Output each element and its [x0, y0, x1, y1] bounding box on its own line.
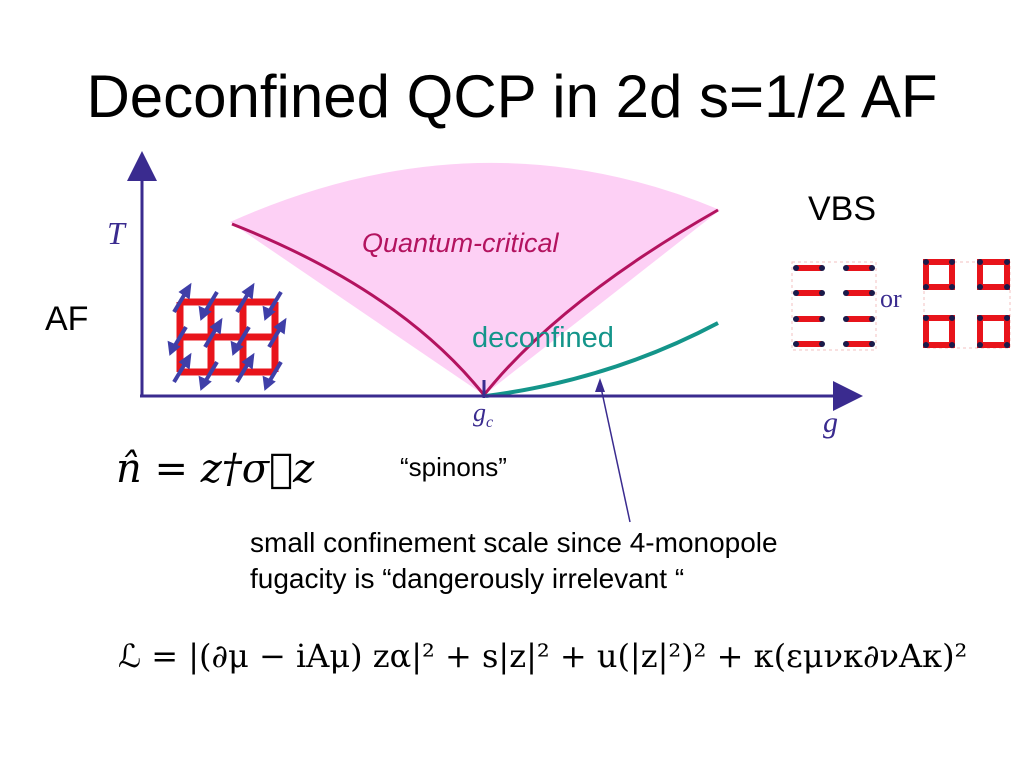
af-spin-arrows [167, 282, 287, 391]
lagrangian-equation: ℒ = |(∂μ − iAμ) zα|² + s|z|² + u(|z|²)² … [118, 637, 968, 675]
quantum-critical-fan [230, 162, 720, 395]
temperature-axis-label: T [107, 215, 125, 251]
vbs-columnar-pattern [791, 261, 877, 351]
critical-point-symbol: g [473, 398, 486, 427]
quantum-critical-label: Quantum-critical [362, 228, 559, 258]
annotation-pointer [599, 382, 631, 523]
af-label: AF [45, 300, 89, 338]
critical-point-label: gc [473, 398, 493, 432]
left-crossover-line [231, 222, 486, 396]
vbs-label: VBS [808, 190, 877, 228]
critical-point-subscript: c [486, 414, 494, 432]
confinement-annotation: small confinement scale since 4-monopole… [250, 525, 778, 597]
annotation-line-1: small confinement scale since 4-monopole [250, 527, 778, 558]
annotation-line-2: fugacity is “dangerously irrelevant “ [250, 563, 685, 594]
vbs-plaquette-pattern [923, 259, 1011, 349]
deconfined-label: deconfined [472, 322, 614, 354]
annotation-pointer-head [595, 378, 605, 392]
coupling-axis-label: g [823, 406, 838, 439]
right-crossover-line [482, 208, 719, 396]
spinons-label: “spinons” [400, 452, 507, 482]
af-lattice [176, 298, 279, 376]
or-label: or [880, 284, 902, 313]
confinement-line [485, 321, 719, 398]
order-parameter-equation: n̂ = z†σ⃗z [116, 446, 315, 492]
slide-title: Deconfined QCP in 2d s=1/2 AF [86, 63, 938, 130]
